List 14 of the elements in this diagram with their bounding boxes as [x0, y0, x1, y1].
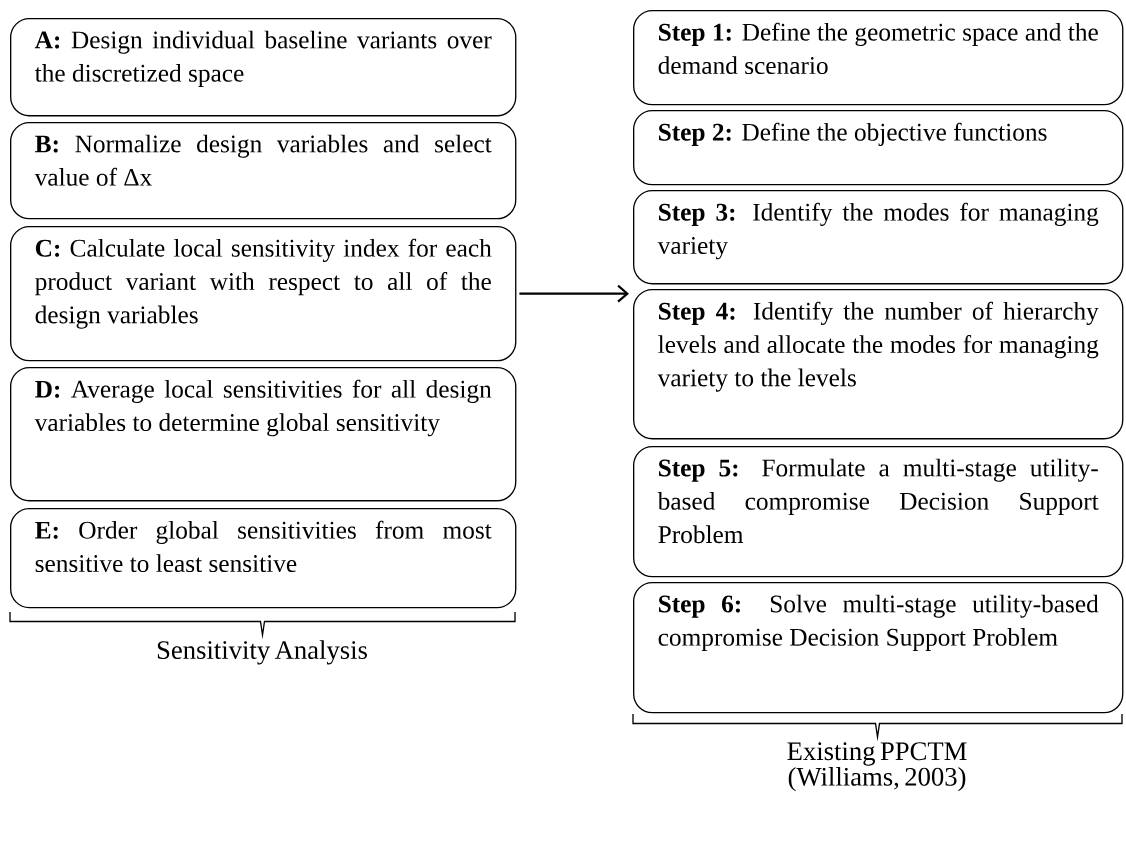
step-box: B: Normalize design variables and select value of Δx [10, 122, 517, 220]
step-box: Step 6: Solve multi-stage utility-based compromise Decision Support Problem [633, 582, 1124, 714]
step-box: D: Average local sensitivities for all design variables to determine global sensitivity [10, 367, 517, 502]
step-box: Step 3: Identify the modes for managing variety [633, 190, 1124, 285]
group-label: Existing PPCTM (Williams, 2003) [787, 742, 967, 792]
step-box: C: Calculate local sensitivity index for each product variant with respect to all of the design variables [10, 226, 517, 362]
step-box: Step 5: Formulate a multi-stage utility-based compromise Decision Support Problem [633, 446, 1124, 578]
arrow [519, 284, 629, 303]
step-box: A: Design individual baseline variants over the discretized space [10, 18, 517, 117]
step-box: Step 2: Define the objective functions [633, 110, 1124, 186]
step-box: E: Order global sensitivities from most sensitive to least sensitive [10, 508, 517, 609]
step-box: Step 4: Identify the number of hierarchy levels and allocate the modes for managing variety to the levels [633, 289, 1124, 440]
group-label: Sensitivity Analysis [157, 640, 367, 665]
step-box: Step 1: Define the geometric space and the demand scenario [633, 10, 1124, 106]
